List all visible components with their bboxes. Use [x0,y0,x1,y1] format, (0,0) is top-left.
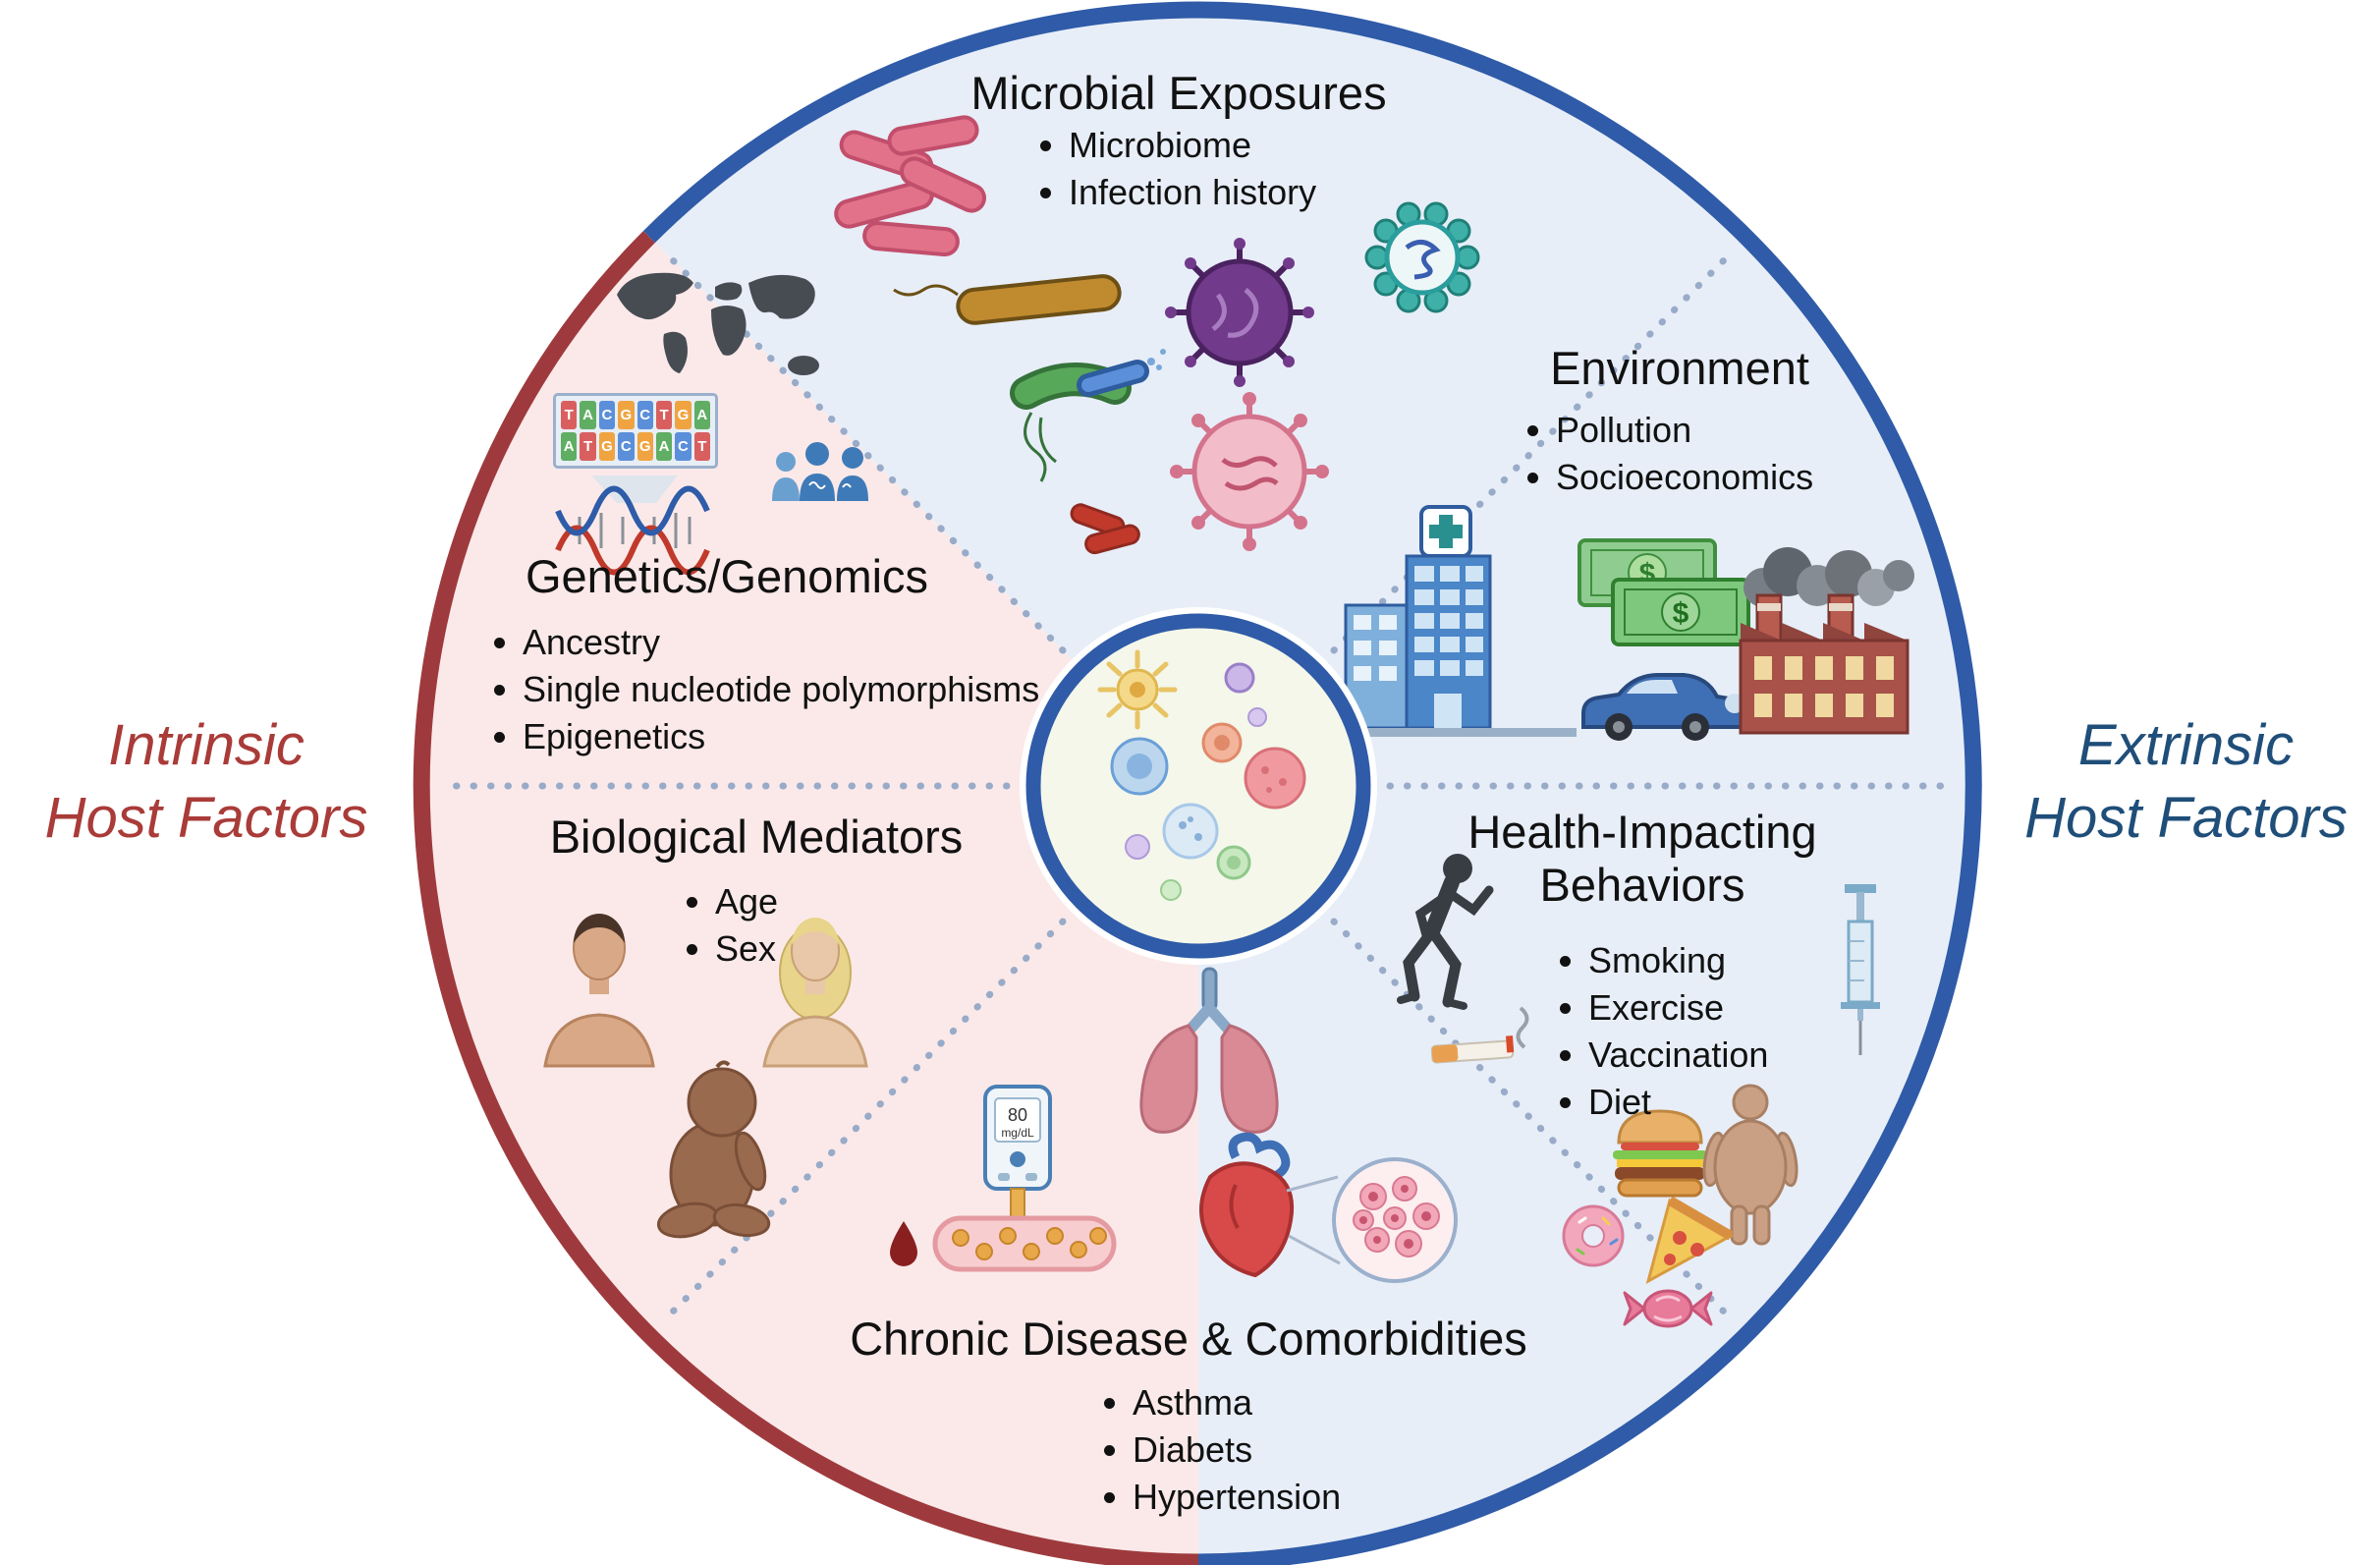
sequence-base: T [693,432,710,461]
candy-icon [1623,1289,1713,1328]
bullet-item: Sex [715,927,778,971]
extrinsic-border-arc [643,1,1982,1565]
bullet-item: Socioeconomics [1556,456,1813,499]
glucose-meter-icon: 80 mg/dL [983,1085,1052,1219]
lungs-icon [1139,967,1279,1134]
pizza-icon [1645,1196,1735,1285]
sequence-base: G [675,401,692,429]
heart-icon [1199,1132,1294,1278]
bullet-item: Asthma [1133,1381,1341,1425]
bullet-item: Hypertension [1133,1476,1341,1519]
red-bacteria-icon [1070,503,1140,555]
blue-bacterium-icon [1077,349,1166,397]
baby-icon [656,1060,771,1239]
donut-icon [1562,1204,1625,1267]
adult-female-icon [762,918,868,1068]
sector-title-biological-mediators: Biological Mediators [549,810,964,863]
bacteria-cluster-icon [834,115,987,257]
glucose-value: 80 [1008,1105,1027,1125]
bullet-item: Infection history [1069,171,1316,214]
sequence-base: G [637,432,653,461]
sequence-base: G [598,432,616,461]
bullet-item: Pollution [1556,409,1813,452]
bullet-item: Vaccination [1588,1034,1768,1077]
runner-icon [1397,854,1494,1010]
sequence-base: C [598,401,616,429]
sector-title-genetics-genomics: Genetics/Genomics [525,550,929,602]
pink-virus-icon [1170,392,1329,551]
sequence-base: A [580,401,596,429]
bullet-item: Diet [1588,1081,1768,1124]
sequence-funnel [591,475,678,503]
bullet-item: Microbiome [1069,124,1316,167]
sector-bullets-health-impacting-behaviors: Smoking Exercise Vaccination Diet [1553,935,1768,1128]
bullet-item: Single nucleotide polymorphisms [523,668,1230,711]
adult-male-icon [543,914,655,1068]
cigarette-icon [1430,1006,1529,1064]
sequence-base: C [675,432,692,461]
syringe-icon [1841,884,1880,1055]
sector-bullets-environment: Pollution Socioeconomics [1521,405,1813,503]
sector-title-microbial-exposures: Microbial Exposures [970,67,1387,119]
intrinsic-label-line2: Host Factors [44,786,368,851]
sequence-alignment-icon: T A C G C T G A A T G C G A C T [553,393,718,469]
bullet-item: Exercise [1588,986,1768,1030]
intrinsic-border-arc [413,230,1199,1565]
sequence-base: C [618,432,635,461]
sequence-base: A [693,401,710,429]
glucose-unit: mg/dL [1001,1126,1034,1140]
bullet-item: Ancestry [523,621,1230,664]
sector-bullets-microbial-exposures: Microbiome Infection history [1033,120,1316,218]
blood-drop-icon [890,1221,917,1266]
money-icon: $ $ [1577,538,1750,646]
blood-vessel-icon [932,1215,1117,1272]
sequence-base: T [580,432,596,461]
bullet-item: Epigenetics [523,715,1230,758]
sequence-base: T [561,401,578,429]
hospital-icon [1336,505,1577,737]
cell-inset-icon [1286,1157,1458,1283]
sector-title-health-impacting-behaviors: Health-Impacting Behaviors [1467,806,1817,912]
extrinsic-label-line2: Host Factors [2024,786,2348,851]
bullet-item: Smoking [1588,939,1768,982]
overweight-person-icon [1702,1084,1799,1246]
sequence-base: G [618,401,635,429]
world-map-icon [617,272,819,375]
purple-virus-icon [1165,238,1314,387]
center-circle [1020,607,1377,965]
intrinsic-host-factors-label: Intrinsic Host Factors [0,709,413,855]
sequence-base: A [561,432,578,461]
bullet-item: Diabets [1133,1428,1341,1472]
immune-cells-icon [1097,649,1306,901]
sector-bullets-genetics-genomics: Ancestry Single nucleotide polymorphisms… [487,617,1230,762]
sequence-base: C [637,401,653,429]
extrinsic-host-factors-label: Extrinsic Host Factors [1992,709,2380,855]
sector-bullets-biological-mediators: Age Sex [680,876,778,975]
teal-virus-icon [1364,201,1480,313]
dollar-sign: $ [1673,597,1689,630]
extrinsic-label-line1: Extrinsic [2077,713,2295,777]
bullet-item: Age [715,880,778,923]
factory-icon [1739,547,1914,735]
rod-bacterium-icon [893,274,1122,325]
population-icon [772,442,868,501]
sector-bullets-chronic-disease: Asthma Diabets Hypertension [1097,1377,1341,1523]
intrinsic-label-line1: Intrinsic [108,713,304,777]
burger-icon [1613,1109,1707,1198]
sector-title-environment: Environment [1550,342,1809,394]
sequence-base: A [655,432,673,461]
sequence-base: T [655,401,673,429]
sector-title-chronic-disease: Chronic Disease & Comorbidities [850,1313,1527,1365]
dna-helix-icon [555,485,710,576]
